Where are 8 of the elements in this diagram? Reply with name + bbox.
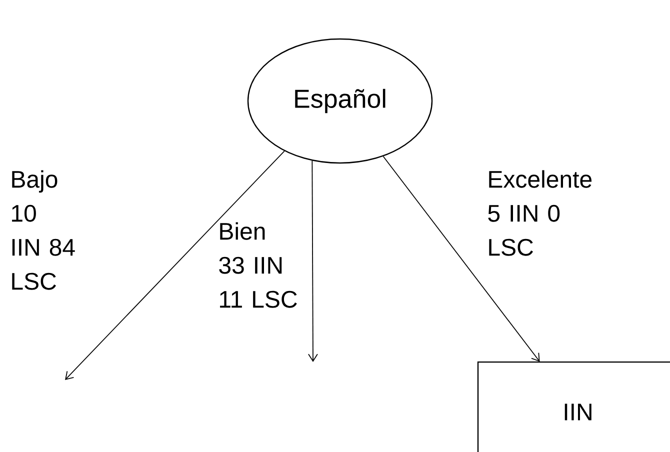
arrow bbox=[65, 150, 285, 380]
edge-label: Bajo 10 IIN 84 LSC bbox=[12, 170, 75, 290]
arrow bbox=[382, 156, 540, 362]
box-node: IIN bbox=[477, 361, 670, 452]
ellipse-node: Español bbox=[247, 38, 433, 164]
edge-label: Bien 33 IIN 11 LSC bbox=[219, 222, 297, 308]
edge-label: Excelente 5 IIN 0 LSC bbox=[488, 170, 592, 256]
arrow bbox=[308, 160, 318, 362]
